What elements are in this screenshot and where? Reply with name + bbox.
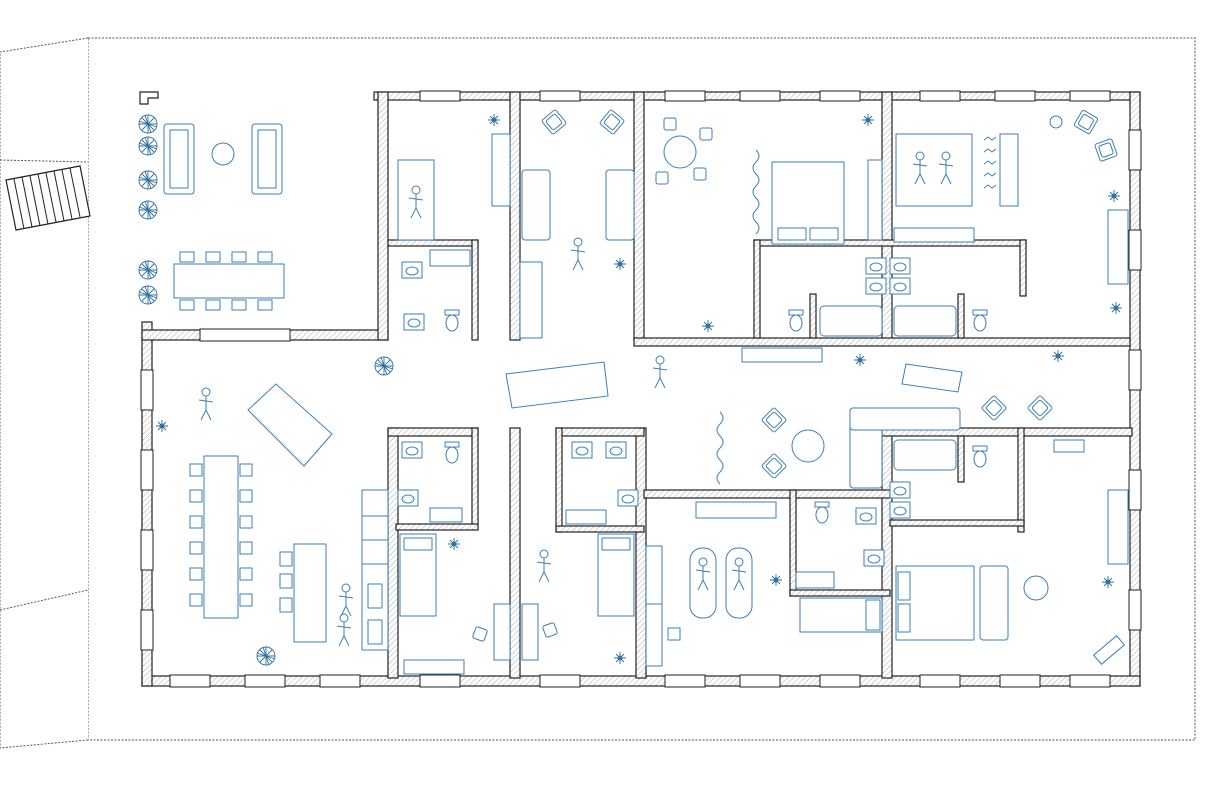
bed-icon xyxy=(895,133,973,207)
toilet-icon xyxy=(444,309,460,332)
spa-room xyxy=(645,501,783,667)
windows xyxy=(140,90,1142,688)
sofa-icon xyxy=(163,123,195,195)
lounge-dining xyxy=(138,114,285,311)
bed-icon xyxy=(771,161,845,245)
bed-icon xyxy=(399,533,437,617)
master-bedroom-2 xyxy=(889,109,1129,337)
bath-1 xyxy=(788,257,887,337)
bedroom-south-1 xyxy=(397,441,511,675)
sofa-icon xyxy=(849,407,961,489)
bed-icon xyxy=(895,565,975,641)
sink-icon xyxy=(403,313,425,331)
table-icon xyxy=(1023,575,1049,601)
sink-icon xyxy=(401,261,423,279)
table-icon xyxy=(211,142,235,166)
studio-1 xyxy=(397,113,511,332)
rug-icon xyxy=(505,361,609,409)
toilet-icon xyxy=(972,309,988,332)
sofa-icon xyxy=(521,169,635,241)
massage-bed-icon xyxy=(689,547,753,619)
staircase-icon xyxy=(5,165,91,231)
bath-2 xyxy=(889,257,988,337)
bedroom-south-2 xyxy=(521,441,639,665)
plant-icon xyxy=(256,646,276,666)
interior-walls-north xyxy=(387,91,1131,347)
corridor xyxy=(374,347,1085,489)
table-icon xyxy=(663,135,697,169)
bed-icon xyxy=(597,533,635,617)
toilet-icon xyxy=(972,445,988,468)
rug-icon xyxy=(247,383,333,467)
sofa-icon xyxy=(251,123,283,195)
table-icon xyxy=(791,429,825,463)
desk-icon xyxy=(279,543,327,643)
toilet-icon xyxy=(444,441,460,464)
sitting-room xyxy=(519,108,635,339)
bedroom-south-east xyxy=(889,439,1129,665)
meeting-hall xyxy=(155,383,389,666)
toilet-icon xyxy=(788,309,804,332)
dining-table-icon xyxy=(173,251,285,311)
master-bedroom-1 xyxy=(655,113,887,337)
toilet-icon xyxy=(814,501,830,524)
plant-icon xyxy=(374,356,394,376)
conference-table-icon xyxy=(189,455,253,619)
bath-south xyxy=(795,501,885,633)
